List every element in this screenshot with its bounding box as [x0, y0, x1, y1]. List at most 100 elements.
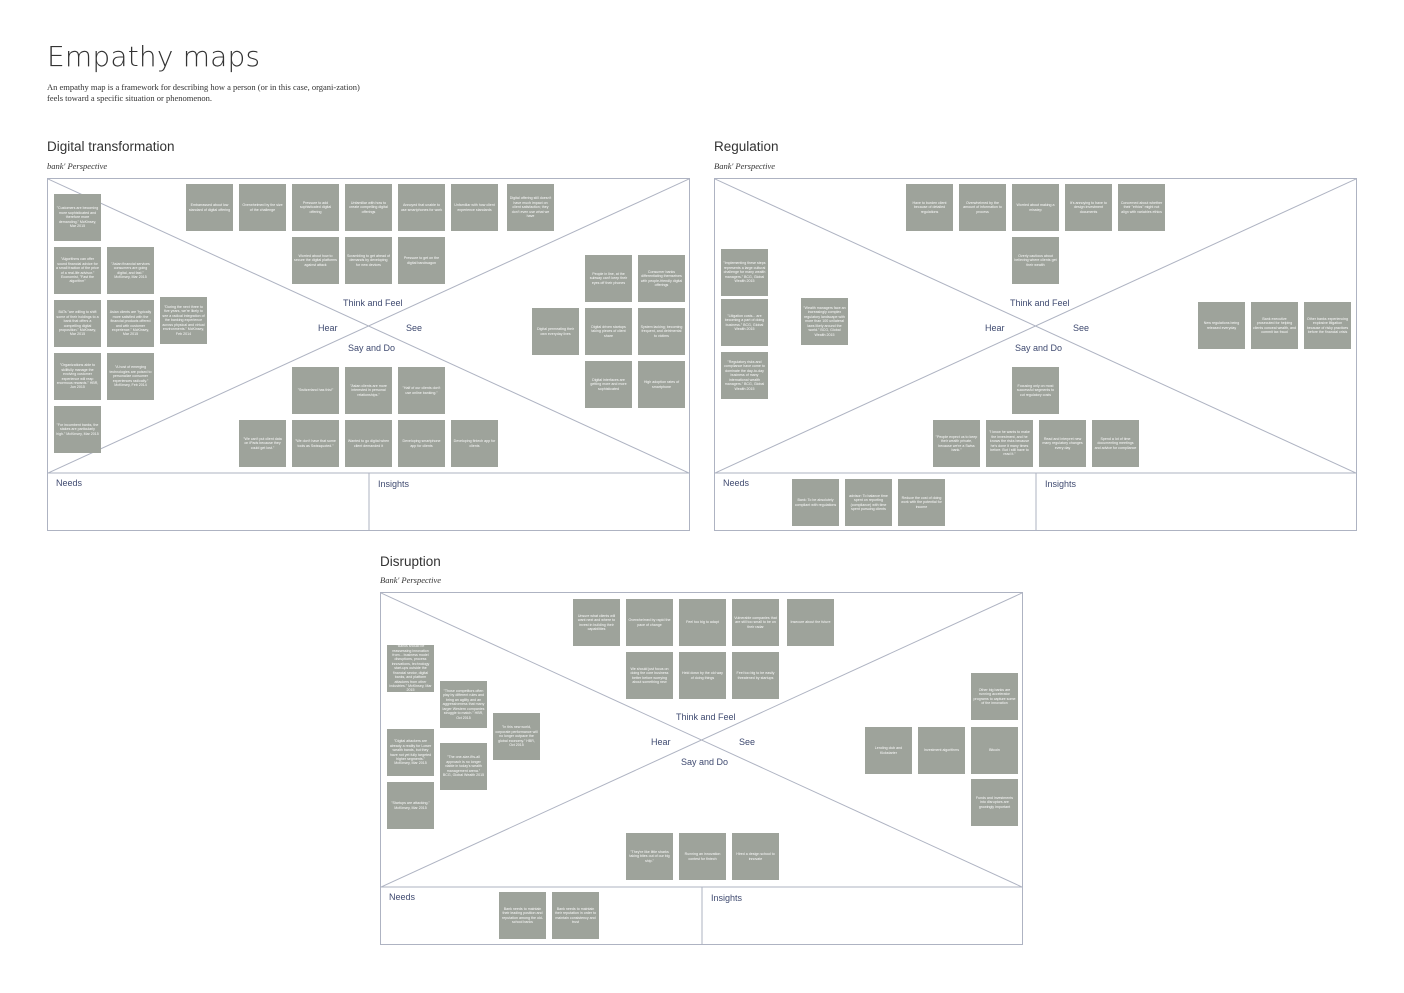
sticky-note[interactable]: System lacking; becoming frequent, and d…	[638, 308, 685, 355]
sticky-note[interactable]: Vulnerable companies that are still too …	[732, 599, 779, 646]
sticky-note[interactable]: Bitcoin	[971, 727, 1018, 774]
sticky-note[interactable]: Pressure to add sophisticated digital of…	[292, 184, 339, 231]
sticky-note-text: "People expect us to keep their wealth p…	[935, 434, 978, 452]
sticky-note[interactable]: "For incumbent banks, the stakes are par…	[54, 406, 101, 453]
sticky-note[interactable]: Digital permeating their own everyday li…	[532, 308, 579, 355]
sticky-note-text: Unfamiliar with how to create compelling…	[349, 200, 388, 214]
sticky-note[interactable]: "Digital attackers are already a reality…	[387, 729, 434, 776]
sticky-note[interactable]: Overwhelmed by the amount of information…	[959, 184, 1006, 231]
sticky-note[interactable]: Overwhelmed by the size of the challenge	[239, 184, 286, 231]
sticky-note[interactable]: "Customers are becoming more sophisticat…	[54, 194, 101, 241]
sticky-note[interactable]: People in line, at the subway can't keep…	[585, 255, 632, 302]
sticky-note-text: Investment algorithms	[923, 748, 960, 753]
quadrant-label-see: See	[1073, 323, 1090, 333]
sticky-note[interactable]: High adoption rates of smartphone	[638, 361, 685, 408]
sticky-note-text: Digital driven startups taking pieces of…	[591, 324, 626, 338]
sticky-note[interactable]: "We can't put client data on iPads becau…	[239, 420, 286, 467]
sticky-note[interactable]: Digital offering still doesn't have much…	[507, 184, 554, 231]
sticky-note[interactable]: "Asian financial services consumers are …	[107, 247, 154, 294]
sticky-note[interactable]: Pressure to get on the digital bandwagon	[398, 237, 445, 284]
sticky-note[interactable]: Bank needs to maintain their leading pos…	[499, 892, 546, 939]
sticky-note[interactable]: Overly cautious about believing where cl…	[1012, 237, 1059, 284]
sticky-note[interactable]: "Switzerland has this!"	[292, 367, 339, 414]
sticky-note-text: "Digital attackers are already a reality…	[389, 739, 432, 766]
sticky-note[interactable]: Funds and investments into disruptors ar…	[971, 779, 1018, 826]
sticky-note[interactable]: Feel too big to adapt	[679, 599, 726, 646]
sticky-note[interactable]: Worried about making a misstep	[1012, 184, 1059, 231]
sticky-note[interactable]: "In this new world, corporate performanc…	[493, 713, 540, 760]
sticky-note[interactable]: Digital interfaces are getting more and …	[585, 361, 632, 408]
sticky-note[interactable]: "Organizations able to skillfully manage…	[54, 353, 101, 400]
sticky-note[interactable]: Consumer banks differentiating themselve…	[638, 255, 685, 302]
sticky-note[interactable]: Bank needs to maintain their reputation …	[552, 892, 599, 939]
sticky-note[interactable]: "Implementing these steps represents a l…	[721, 249, 768, 296]
sticky-note[interactable]: Scrambling to get ahead of demands by de…	[345, 237, 392, 284]
sticky-note[interactable]: Reduce the cost of doing work with the p…	[898, 479, 945, 526]
sticky-note-text: Asian clients are "typically more satisf…	[109, 310, 152, 337]
sticky-note[interactable]: Spend a lot of time documenting meetings…	[1092, 420, 1139, 467]
sticky-note[interactable]: Concerned about whether their "ethics" m…	[1118, 184, 1165, 231]
sticky-note-text: Bank: To be absolutely compliant with re…	[794, 498, 837, 507]
sticky-note[interactable]: Digital driven startups taking pieces of…	[585, 308, 632, 355]
sticky-note[interactable]: "During the next three to five years, we…	[160, 297, 207, 344]
sticky-note-text: "I know he wants to make the investment,…	[989, 430, 1030, 457]
diagonal-line-b	[381, 593, 1022, 888]
sticky-note-text: "Wealth managers face an increasingly co…	[803, 306, 846, 337]
sticky-note[interactable]: Other big banks are running accelerator …	[971, 673, 1018, 720]
sticky-note[interactable]: Annoyed that unable to use smartphones f…	[398, 184, 445, 231]
sticky-note[interactable]: Unfamiliar with how to create compelling…	[345, 184, 392, 231]
sticky-note[interactable]: "The one-size-fits-all approach is no lo…	[440, 743, 487, 790]
map-subtitle-regulation: Bank' Perspective	[714, 161, 776, 171]
sticky-note[interactable]: Lending club and Kickstarter	[865, 727, 912, 774]
sticky-note[interactable]: Bank: To be absolutely compliant with re…	[792, 479, 839, 526]
sticky-note[interactable]: "They're like little sharks taking bites…	[626, 833, 673, 880]
sticky-note[interactable]: Hired a design school to innovate	[732, 833, 779, 880]
sticky-note[interactable]: "Startups are attacking." McKinsey, Mar …	[387, 782, 434, 829]
sticky-note[interactable]: "Regulatory risks and compliance have co…	[721, 352, 768, 399]
sticky-note[interactable]: "Half of our clients don't use online ba…	[398, 367, 445, 414]
map-diagonal-lines	[715, 179, 1356, 530]
sticky-note[interactable]: "I know he wants to make the investment,…	[986, 420, 1033, 467]
sticky-note[interactable]: Read and interpret new many regulatory c…	[1039, 420, 1086, 467]
sticky-note[interactable]: "A host of emerging technologies are poi…	[107, 353, 154, 400]
sticky-note-text: "Those competitors often play by differe…	[442, 689, 485, 720]
sticky-note[interactable]: Developing fintech app for clients	[451, 420, 498, 467]
quadrant-label-hear: Hear	[985, 323, 1005, 333]
sticky-note[interactable]: We should just focus on doing the core b…	[626, 652, 673, 699]
sticky-note[interactable]: "Litigation costs... are becoming a part…	[721, 299, 768, 346]
map-subtitle-digital-transformation: bank' Perspective	[47, 161, 108, 171]
sticky-note[interactable]: "Those competitors often play by differe…	[440, 681, 487, 728]
sticky-note[interactable]: Worried about how to secure the digital …	[292, 237, 339, 284]
sticky-note[interactable]: New regulations being released everyday	[1198, 302, 1245, 349]
sticky-note-text: Bank needs to maintain their reputation …	[554, 906, 597, 924]
sticky-note[interactable]: Focusing only on most successful segment…	[1012, 367, 1059, 414]
insights-label: Insights	[378, 479, 410, 489]
sticky-note[interactable]: advisor: To balance time spent on report…	[845, 479, 892, 526]
sticky-note[interactable]: Running an innovation contest for fintec…	[679, 833, 726, 880]
sticky-note[interactable]: Other banks experiencing explosive litig…	[1304, 302, 1351, 349]
sticky-note[interactable]: Wanted to go digital when client demande…	[345, 420, 392, 467]
sticky-note[interactable]: BATs "are willing to shift some of their…	[54, 300, 101, 347]
sticky-note[interactable]: "Wealth managers face an increasingly co…	[801, 298, 848, 345]
sticky-note[interactable]: Asian clients are "typically more satisf…	[107, 300, 154, 347]
sticky-note[interactable]: Investment algorithms	[918, 727, 965, 774]
sticky-note[interactable]: Unsure what clients will want next and w…	[573, 599, 620, 646]
sticky-note[interactable]: "Asian clients are more interested in pe…	[345, 367, 392, 414]
quadrant-label-think-and-feel: Think and Feel	[1010, 298, 1070, 308]
sticky-note-text: "Implementing these steps represents a l…	[723, 261, 766, 284]
sticky-note[interactable]: Have to burden client because of detaile…	[906, 184, 953, 231]
sticky-note-text: "Litigation costs... are becoming a part…	[724, 313, 765, 331]
sticky-note[interactable]: Unfamiliar with how client experience st…	[451, 184, 498, 231]
sticky-note[interactable]: Feel too big to be easily threatened by …	[732, 652, 779, 699]
sticky-note[interactable]: "People expect us to keep their wealth p…	[933, 420, 980, 467]
sticky-note[interactable]: "Algorithms can offer sound financial ad…	[54, 247, 101, 294]
sticky-note[interactable]: Developing smartphone app for clients	[398, 420, 445, 467]
sticky-note[interactable]: It's annoying to have to design investme…	[1065, 184, 1112, 231]
sticky-note[interactable]: "Banks should be reassessing innovation …	[387, 645, 434, 692]
sticky-note[interactable]: Bank executive prosecuted for helping cl…	[1251, 302, 1298, 349]
sticky-note[interactable]: "We don't have that some tools as Swissq…	[292, 420, 339, 467]
sticky-note[interactable]: Overwhelmed by rapid the pace of change	[626, 599, 673, 646]
sticky-note[interactable]: Embarrassed about low standard of digita…	[186, 184, 233, 231]
sticky-note[interactable]: Held down by the old way of doing things	[679, 652, 726, 699]
sticky-note[interactable]: Insecure about the future	[787, 599, 834, 646]
